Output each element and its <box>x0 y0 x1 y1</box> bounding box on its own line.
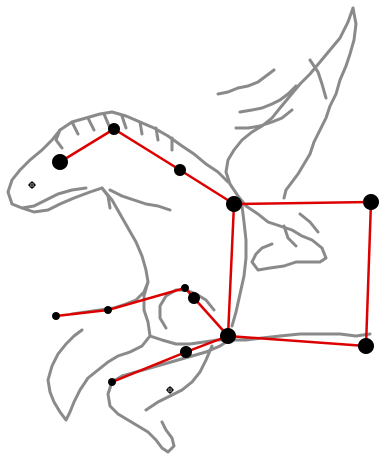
constellation-line-square-top-right-to-square-bottom-right <box>366 202 371 346</box>
hind-chest <box>160 290 214 328</box>
star-square-top-left <box>226 196 242 212</box>
star-leg-upper-tip <box>52 312 60 320</box>
constellation-line-leg-lower-mid-to-leg-lower-tip <box>112 352 186 382</box>
pegasus-outline <box>8 8 370 452</box>
star-neck-mid <box>174 164 186 176</box>
star-head-bright <box>52 154 68 170</box>
star-leg-upper-mid <box>104 306 112 314</box>
wing-lower-lobe <box>246 206 326 270</box>
constellation-line-square-top-left-to-square-top-right <box>234 202 371 204</box>
star-nose-deep-sky <box>28 181 36 189</box>
star-leg-upper-joint <box>181 284 189 292</box>
wing-outer-edge-2 <box>284 8 356 198</box>
constellation-line-head-top-to-neck-mid <box>114 129 180 170</box>
star-square-bottom-left <box>220 328 236 344</box>
star-square-top-right <box>363 194 379 210</box>
star-leg-lower-tip <box>108 378 116 386</box>
constellation-line-square-bottom-left-to-square-top-left <box>228 204 234 336</box>
star-leg-upper-knee <box>188 292 200 304</box>
wing-feather-3 <box>218 70 274 94</box>
star-leg-lower-mid <box>180 346 192 358</box>
constellation-line-head-bright-to-head-top <box>60 129 114 162</box>
star-belly-deep-sky <box>166 386 174 394</box>
wing-outer-edge <box>226 8 353 206</box>
star-head-top <box>108 123 120 135</box>
star-square-bottom-right <box>358 338 374 354</box>
neck-back <box>110 190 170 210</box>
constellation-line-leg-upper-mid-to-leg-upper-tip <box>56 310 108 316</box>
